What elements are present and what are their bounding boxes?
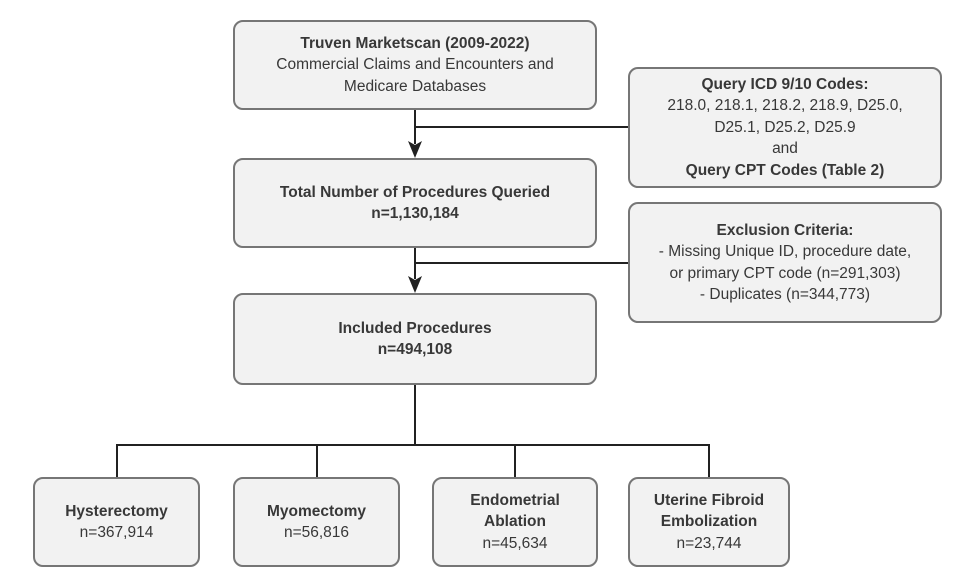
exclusion-criteria-box: Exclusion Criteria: - Missing Unique ID,… (628, 202, 942, 323)
outcome-count: n=367,914 (79, 524, 154, 541)
outcome-count: n=45,634 (482, 534, 548, 552)
total-procedures-box: Total Number of Procedures Queried n=1,1… (233, 158, 597, 248)
exclusion-title: Exclusion Criteria: (716, 221, 854, 239)
query-codes-box: Query ICD 9/10 Codes: 218.0, 218.1, 218.… (628, 67, 942, 188)
outcome-title: Endometrial Ablation (470, 491, 560, 531)
outcome-box-uterine-fibroid-embolization: Uterine Fibroid Embolization n=23,744 (628, 477, 790, 567)
outcome-title: Myomectomy (266, 502, 367, 520)
outcome-box-endometrial-ablation: Endometrial Ablation n=45,634 (432, 477, 598, 567)
query-codes-line4: and (772, 140, 798, 158)
outcome-title: Uterine Fibroid Embolization (653, 491, 765, 531)
total-procedures-count: n=1,130,184 (371, 205, 459, 222)
outcome-title: Hysterectomy (65, 502, 168, 520)
source-title: Truven Marketscan (2009-2022) (300, 34, 530, 52)
query-codes-line2: 218.0, 218.1, 218.2, 218.9, D25.0, (667, 97, 903, 115)
source-line3: Medicare Databases (343, 77, 487, 95)
outcome-box-myomectomy: Myomectomy n=56,816 (233, 477, 400, 567)
source-line2: Commercial Claims and Encounters and (276, 56, 554, 74)
included-procedures-box: Included Procedures n=494,108 (233, 293, 597, 385)
query-codes-line5: Query CPT Codes (Table 2) (685, 161, 885, 179)
outcome-count: n=23,744 (676, 534, 742, 552)
query-codes-title: Query ICD 9/10 Codes: (701, 75, 869, 93)
arrowhead-included (408, 276, 422, 293)
arrowhead-total (408, 141, 422, 158)
outcome-count: n=56,816 (283, 524, 350, 541)
query-codes-line3: D25.1, D25.2, D25.9 (714, 118, 856, 136)
source-database-box: Truven Marketscan (2009-2022) Commercial… (233, 20, 597, 110)
exclusion-line2: - Missing Unique ID, procedure date, (658, 243, 912, 260)
exclusion-line4: - Duplicates (n=344,773) (699, 286, 871, 303)
included-procedures-title: Included Procedures (338, 319, 492, 337)
outcome-box-hysterectomy: Hysterectomy n=367,914 (33, 477, 200, 567)
exclusion-line3: or primary CPT code (n=291,303) (669, 264, 901, 282)
total-procedures-title: Total Number of Procedures Queried (279, 183, 551, 201)
included-procedures-count: n=494,108 (377, 341, 453, 358)
